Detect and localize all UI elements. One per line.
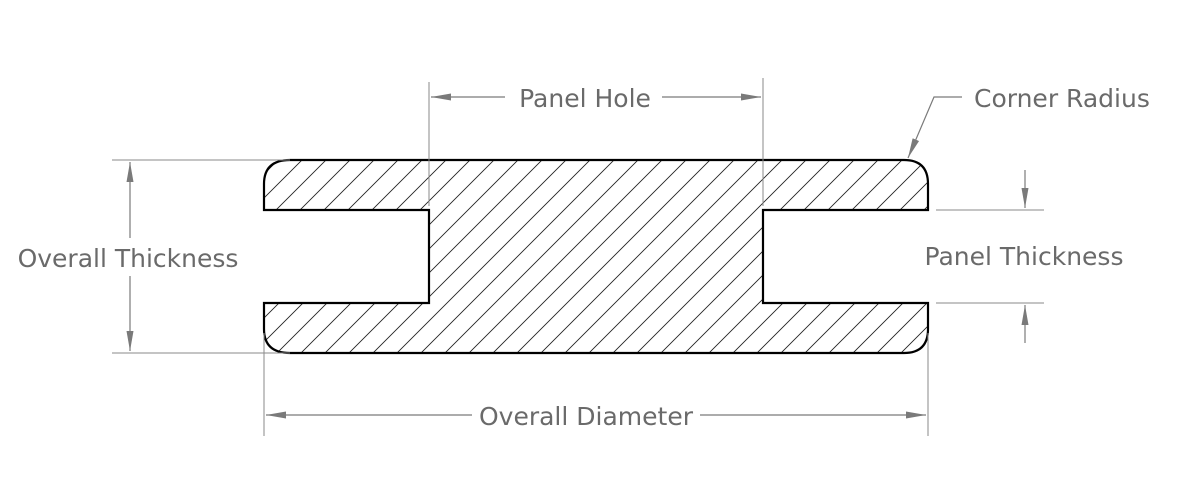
hatch-line (264, 160, 457, 353)
hatch-line (264, 160, 337, 353)
panel-thickness-label: Panel Thickness (925, 242, 1124, 271)
corner-radius-leader-line (907, 96, 962, 159)
overall-thickness-dimension: Overall Thickness (18, 159, 290, 354)
hatch-line (480, 160, 697, 353)
hatch-line (264, 160, 481, 353)
hatch-line (408, 160, 625, 353)
hatch-line (504, 160, 721, 353)
hatch-line (312, 160, 529, 353)
panel-hole-label: Panel Hole (519, 84, 651, 113)
hatch-line (432, 160, 649, 353)
hatch-line (888, 160, 928, 353)
hatch-line (840, 160, 928, 353)
corner-radius-leader: Corner Radius (907, 84, 1150, 159)
hatch-line (672, 160, 889, 353)
hatch-line (384, 160, 601, 353)
hatch-line (336, 160, 553, 353)
hatch-line (456, 160, 673, 353)
hatch-line (264, 160, 433, 353)
hatch-line (528, 160, 745, 353)
hatch-line (288, 160, 505, 353)
hatch-line (360, 160, 577, 353)
panel-hole-dimension: Panel Hole (428, 78, 764, 206)
hatch-line (696, 160, 913, 353)
hatch-line (648, 160, 865, 353)
hatch-line (624, 160, 841, 353)
overall-diameter-label: Overall Diameter (479, 402, 694, 431)
hatch-line (600, 160, 817, 353)
hatch-line (552, 160, 769, 353)
overall-thickness-label: Overall Thickness (18, 244, 239, 273)
hatch-line (864, 160, 928, 353)
overall-diameter-dimension: Overall Diameter (263, 333, 929, 436)
hatch-line (720, 160, 928, 353)
grommet-outline (262, 158, 930, 355)
hatch-line (264, 160, 313, 353)
corner-radius-label: Corner Radius (974, 84, 1150, 113)
hatch-line (264, 160, 361, 353)
panel-thickness-dimension: Panel Thickness (925, 170, 1124, 343)
hatch-line (576, 160, 793, 353)
